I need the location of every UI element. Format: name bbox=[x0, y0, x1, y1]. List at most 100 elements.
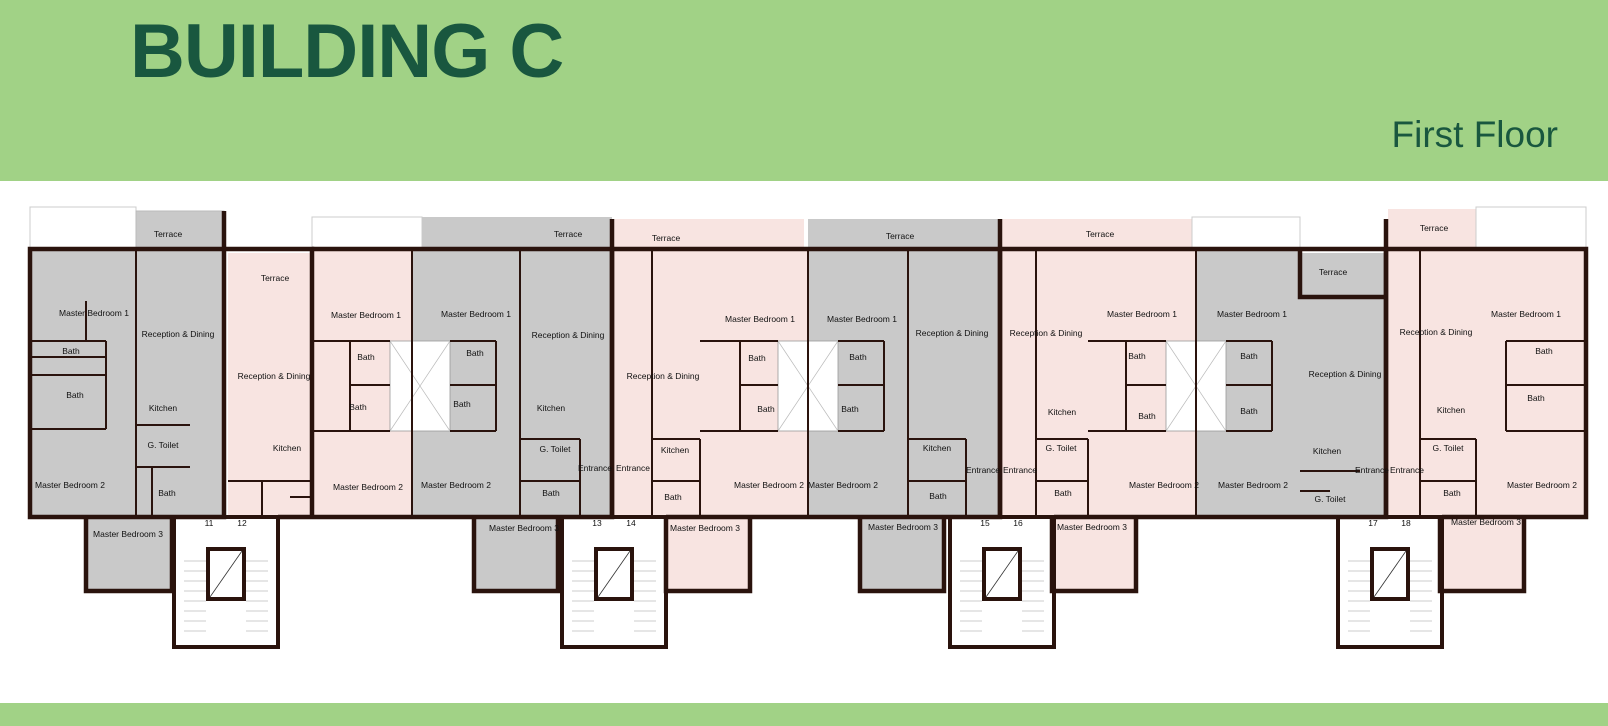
room-label: Master Bedroom 1 bbox=[827, 314, 897, 324]
room-label: G. Toilet bbox=[539, 444, 571, 454]
building-title: BUILDING C bbox=[130, 9, 564, 94]
room-label: Master Bedroom 1 bbox=[331, 310, 401, 320]
room-label: Master Bedroom 2 bbox=[421, 480, 491, 490]
room-label: Reception & Dining bbox=[238, 371, 311, 381]
room-label: G. Toilet bbox=[1045, 443, 1077, 453]
room-label: Terrace bbox=[1086, 229, 1115, 239]
stair-number: 16 bbox=[1013, 518, 1023, 528]
room-label: Reception & Dining bbox=[1010, 328, 1083, 338]
room-label: Master Bedroom 3 bbox=[1057, 522, 1127, 532]
room-label: Bath bbox=[1240, 351, 1258, 361]
room-label: Master Bedroom 3 bbox=[489, 523, 559, 533]
stair-number: 12 bbox=[237, 518, 247, 528]
terrace-area bbox=[228, 253, 312, 297]
room-label: Bath bbox=[1138, 411, 1156, 421]
terrace-area bbox=[614, 219, 804, 249]
terrace-area bbox=[1475, 206, 1587, 250]
room-label: Reception & Dining bbox=[627, 371, 700, 381]
apartment-unit bbox=[808, 249, 1002, 517]
room-label: Terrace bbox=[886, 231, 915, 241]
room-label: Master Bedroom 1 bbox=[1217, 309, 1287, 319]
room-label: G. Toilet bbox=[1432, 443, 1464, 453]
room-label: Master Bedroom 2 bbox=[808, 480, 878, 490]
room-label: Kitchen bbox=[1313, 446, 1342, 456]
room-label: Master Bedroom 2 bbox=[35, 480, 105, 490]
stair-number: 18 bbox=[1401, 518, 1411, 528]
stair-cores bbox=[172, 515, 1444, 649]
room-label: Kitchen bbox=[149, 403, 178, 413]
room-label: Bath bbox=[748, 353, 766, 363]
room-label: Bath bbox=[158, 488, 176, 498]
room-label: Terrace bbox=[1319, 267, 1348, 277]
room-label: Master Bedroom 1 bbox=[1107, 309, 1177, 319]
room-label: Kitchen bbox=[1437, 405, 1466, 415]
room-label: Kitchen bbox=[923, 443, 952, 453]
footer-band bbox=[0, 703, 1608, 726]
stair-number: 17 bbox=[1368, 518, 1378, 528]
void-cross bbox=[389, 340, 451, 432]
room-label: Bath bbox=[1527, 393, 1545, 403]
room-label: Kitchen bbox=[661, 445, 690, 455]
room-label: Master Bedroom 3 bbox=[670, 523, 740, 533]
apartment-unit bbox=[1300, 297, 1386, 517]
room-label: Bath bbox=[453, 399, 471, 409]
room-label: Master Bedroom 1 bbox=[59, 308, 129, 318]
room-label: Bath bbox=[1128, 351, 1146, 361]
room-label: Bath bbox=[349, 402, 367, 412]
room-label: Entrance bbox=[1390, 465, 1424, 475]
apartment-unit bbox=[1388, 249, 1586, 517]
room-label: Reception & Dining bbox=[916, 328, 989, 338]
stair-number: 14 bbox=[626, 518, 636, 528]
room-label: Terrace bbox=[652, 233, 681, 243]
apartment-unit bbox=[86, 517, 172, 591]
terrace-area bbox=[1191, 216, 1301, 250]
room-label: Bath bbox=[1054, 488, 1072, 498]
room-label: Reception & Dining bbox=[532, 330, 605, 340]
room-label: Bath bbox=[1443, 488, 1461, 498]
room-label: Entrance bbox=[616, 463, 650, 473]
exterior-walls bbox=[27, 211, 1589, 594]
room-label: Master Bedroom 1 bbox=[725, 314, 795, 324]
room-label: Reception & Dining bbox=[1400, 327, 1473, 337]
room-label: Terrace bbox=[554, 229, 583, 239]
room-label: Master Bedroom 1 bbox=[441, 309, 511, 319]
room-label: Entrance bbox=[578, 463, 612, 473]
room-label: Master Bedroom 1 bbox=[1491, 309, 1561, 319]
interior-walls bbox=[30, 249, 1586, 517]
stair-number: 13 bbox=[592, 518, 602, 528]
room-label: Master Bedroom 2 bbox=[734, 480, 804, 490]
room-label: Bath bbox=[664, 492, 682, 502]
room-label: Bath bbox=[357, 352, 375, 362]
room-label: Bath bbox=[1535, 346, 1553, 356]
room-label: Master Bedroom 3 bbox=[868, 522, 938, 532]
room-label: Entrance bbox=[966, 465, 1000, 475]
room-label: Bath bbox=[929, 491, 947, 501]
apartment-unit bbox=[474, 517, 558, 591]
terrace-area bbox=[135, 210, 225, 250]
terrace-area bbox=[1300, 253, 1386, 297]
room-label: G. Toilet bbox=[147, 440, 179, 450]
lift-shafts bbox=[206, 547, 1410, 601]
room-label: Reception & Dining bbox=[142, 329, 215, 339]
room-label: Reception & Dining bbox=[1309, 369, 1382, 379]
room-label: Bath bbox=[1240, 406, 1258, 416]
terrace-area bbox=[808, 219, 998, 249]
room-label: Terrace bbox=[154, 229, 183, 239]
room-label: Kitchen bbox=[537, 403, 566, 413]
terrace-area bbox=[1002, 219, 1192, 249]
room-label: Bath bbox=[757, 404, 775, 414]
room-label: Entrance bbox=[1355, 465, 1389, 475]
room-label: Terrace bbox=[261, 273, 290, 283]
room-label: Master Bedroom 2 bbox=[333, 482, 403, 492]
stair-number: 15 bbox=[980, 518, 990, 528]
stair-number: 11 bbox=[205, 518, 214, 528]
room-label: Master Bedroom 3 bbox=[1451, 517, 1521, 527]
room-label: Bath bbox=[542, 488, 560, 498]
room-label: Master Bedroom 3 bbox=[93, 529, 163, 539]
terrace-area bbox=[422, 217, 612, 249]
room-label: Bath bbox=[841, 404, 859, 414]
room-label: Bath bbox=[62, 346, 80, 356]
terrace-area bbox=[311, 216, 423, 250]
stair-treads bbox=[184, 560, 1432, 632]
room-label: Master Bedroom 2 bbox=[1129, 480, 1199, 490]
